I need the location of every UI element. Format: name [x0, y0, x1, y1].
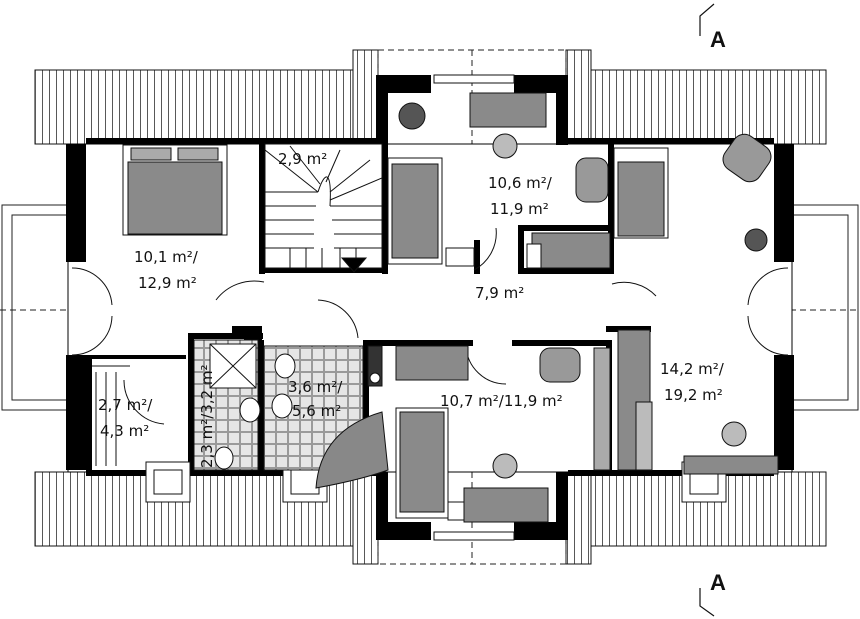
furniture: [92, 92, 779, 523]
area-bedroom-left-1: 10,1 m²/: [134, 248, 199, 266]
area-wc: 2,3 m²/3,2 m²: [198, 364, 216, 468]
area-room-right-1: 14,2 m²/: [660, 360, 725, 378]
area-hall: 7,9 m²: [475, 284, 524, 302]
toilet-icon: [274, 353, 296, 379]
plant-icon: [744, 228, 768, 252]
area-bath-1: 3,6 m²/: [288, 378, 343, 396]
staircase: [264, 143, 383, 273]
desk-bottom-mid: [395, 345, 469, 381]
section-label-bottom: A: [710, 570, 726, 595]
area-bath-2: 5,6 m²: [292, 402, 341, 420]
bathtub-icon: [315, 411, 389, 489]
area-room-bottom-mid: 10,7 m²/11,9 m²: [440, 392, 563, 410]
walls: [66, 75, 794, 540]
sink-icon: [239, 397, 261, 423]
area-stair: 2,9 m²: [278, 150, 327, 168]
desk-top-mid: [469, 92, 547, 128]
area-closet-left-2: 4,3 m²: [100, 422, 149, 440]
area-closet-left-1: 2,7 m²/: [98, 396, 153, 414]
area-room-top-mid-1: 10,6 m²/: [488, 174, 553, 192]
section-marker-top: [699, 3, 715, 36]
area-labels: 10,1 m²/ 12,9 m² 2,9 m² 10,6 m²/ 11,9 m²…: [98, 150, 725, 468]
sink-icon: [271, 393, 293, 419]
area-room-top-mid-2: 11,9 m²: [490, 200, 549, 218]
area-bedroom-left-2: 12,9 m²: [138, 274, 197, 292]
toilet-icon: [214, 446, 234, 470]
sanitary: [209, 343, 389, 489]
plant-icon: [398, 102, 426, 130]
area-room-right-2: 19,2 m²: [664, 386, 723, 404]
section-marker-bottom: [699, 588, 715, 617]
section-label-top: A: [710, 27, 726, 52]
